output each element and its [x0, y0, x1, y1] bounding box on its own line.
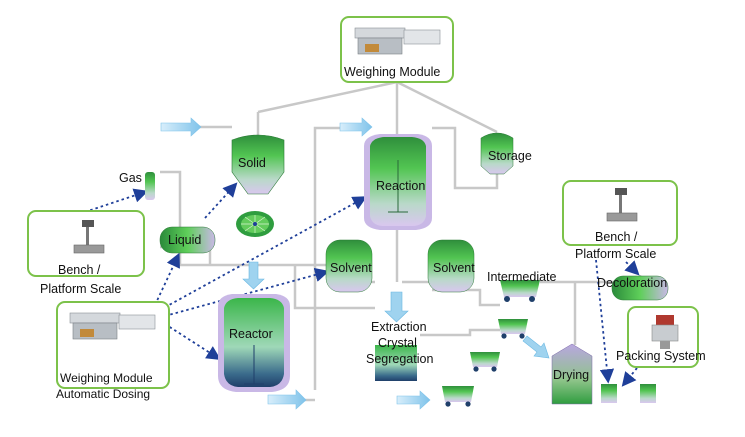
bench-scale-right-label-2: Platform Scale	[575, 247, 656, 261]
bench-scale-left-label-1: Bench /	[58, 263, 101, 277]
weighing-module-left-label-2: Automatic Dosing	[56, 387, 150, 401]
packing-system-box: Packing System	[616, 306, 706, 368]
cart-2	[470, 352, 500, 372]
cart-1	[498, 319, 528, 339]
drying-label: Drying	[553, 368, 589, 382]
bench-scale-icon	[73, 220, 105, 254]
reaction-label: Reaction	[376, 179, 425, 193]
liquid-tank: Liquid	[159, 226, 216, 254]
product-drums	[601, 384, 656, 403]
weighing-module-top-label: Weighing Module	[344, 65, 440, 79]
decoloration-tank: Decoloration	[597, 275, 669, 301]
transfer-carts	[442, 319, 528, 407]
pipes	[160, 80, 642, 402]
storage-label: Storage	[488, 149, 532, 163]
flow-arrow-bottom-reactor	[267, 389, 307, 410]
bench-scale-left-box: Bench / Platform Scale	[27, 210, 145, 296]
cart-3	[442, 386, 474, 407]
intermediate-cart: Intermediate	[487, 270, 557, 302]
flow-arrow-down-extraction	[384, 291, 409, 323]
packing-system-label: Packing System	[616, 349, 706, 363]
solvent-tank-2: Solvent	[427, 239, 475, 293]
flow-arrow-top-center	[339, 117, 373, 137]
solid-label: Solid	[238, 156, 266, 170]
extraction-unit: Extraction Crystal Segregation	[366, 320, 433, 381]
drying-unit: Drying	[551, 343, 593, 405]
drum-1	[601, 384, 617, 403]
flow-arrow-top-left	[160, 117, 202, 137]
reaction-vessel: Reaction	[364, 134, 432, 230]
solvent-2-label: Solvent	[433, 261, 475, 275]
storage-tank: Storage	[480, 132, 532, 175]
weighing-module-top-box: Weighing Module	[340, 16, 454, 83]
flow-arrow-down-reactor	[242, 261, 265, 290]
reactor-label: Reactor	[229, 327, 273, 341]
flow-arrow-to-drying	[522, 335, 550, 359]
bench-scale-right-icon	[606, 188, 638, 222]
gas-label: Gas	[119, 171, 142, 185]
crystal-label: Crystal	[378, 336, 417, 350]
bench-scale-left-label-2: Platform Scale	[40, 282, 121, 296]
decoloration-label: Decoloration	[597, 276, 667, 290]
gas-cylinder: Gas	[119, 171, 155, 200]
intermediate-label: Intermediate	[487, 270, 557, 284]
solvent-1-label: Solvent	[330, 261, 372, 275]
bench-scale-right-label-1: Bench /	[595, 230, 638, 244]
weighing-module-left-label-1: Weighing Module	[60, 371, 153, 385]
solid-hopper: Solid	[231, 134, 285, 195]
weighing-module-left-box: Weighing Module Automatic Dosing	[56, 301, 170, 401]
solvent-tank-1: Solvent	[325, 239, 373, 293]
segregation-label: Segregation	[366, 352, 433, 366]
flow-arrow-bottom-carts	[396, 390, 431, 410]
drum-2	[640, 384, 656, 403]
filter-disc	[236, 211, 274, 237]
packing-machine-icon	[651, 315, 679, 349]
flow-arrows	[160, 117, 550, 410]
weighing-module-icon	[354, 27, 441, 55]
bench-scale-right-box: Bench / Platform Scale	[562, 180, 678, 261]
extraction-label: Extraction	[371, 320, 427, 334]
weighing-module-dosing-icon	[69, 312, 156, 340]
reactor-vessel: Reactor	[218, 294, 290, 392]
liquid-label: Liquid	[168, 233, 201, 247]
